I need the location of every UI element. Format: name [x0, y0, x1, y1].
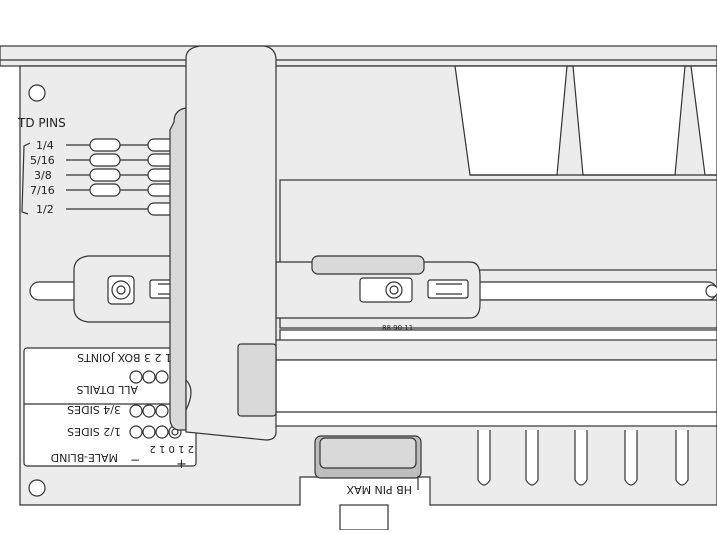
plus-sign: + [176, 457, 187, 472]
comb-fingers [454, 65, 717, 176]
mounting-hole-bottom [28, 479, 46, 497]
small-marks: 88 90 11 [382, 324, 413, 332]
male-blind-label: MALE-BLIND [51, 451, 118, 464]
left-clamp[interactable] [73, 255, 181, 323]
top-rail [0, 45, 717, 67]
vertical-bracket[interactable] [169, 45, 277, 441]
hb-knob[interactable] [314, 435, 422, 479]
pin-size-2: 5/16 [30, 154, 55, 167]
pin-size-4: 7/16 [30, 184, 55, 197]
scale-numbers: 2 1 0 1 2 [149, 443, 194, 454]
hb-pin-max: HB PIN MAX [346, 476, 419, 496]
minus-sign: − [130, 453, 140, 467]
pin-size-5: 1/2 [36, 203, 54, 216]
td-pins-label: TD PINS [17, 116, 66, 130]
box-joints-label: 1 2 3 BOX JOINTS [77, 351, 172, 364]
pin-size-1: 1/4 [36, 139, 54, 152]
bottom-pins [339, 430, 689, 531]
mounting-hole-top [28, 84, 46, 102]
middle-bars [239, 179, 717, 427]
joint-legend: 1 2 3 BOX JOINTS ALL DTAILS 3/4 SIDES 1/… [23, 347, 197, 472]
center-clamp[interactable] [275, 255, 481, 319]
pin-size-3: 3/8 [34, 169, 52, 182]
all-dtails-label: ALL DTAILS [76, 383, 138, 396]
hb-pin-max-label: HB PIN MAX [346, 483, 412, 496]
sides-34-label: 3/4 SIDES [67, 403, 121, 416]
sides-12-label: 1/2 SIDES [67, 425, 121, 438]
